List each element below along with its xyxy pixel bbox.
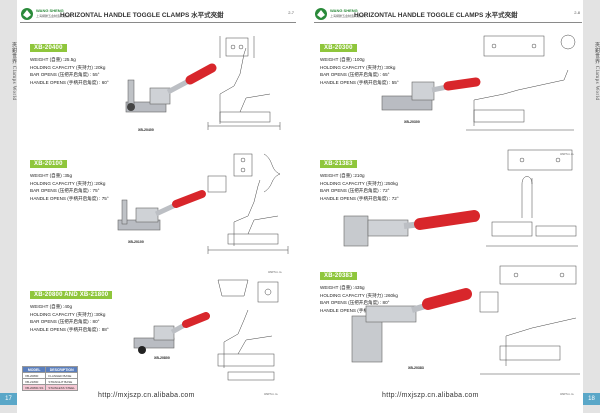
table-cell: XB-20800-SS bbox=[21, 384, 47, 391]
page-header: WANG SHENG 上海網勝五金制造有限公司 HORIZONTAL HANDL… bbox=[20, 7, 296, 27]
spec-line: WEIGHT (自重) :100g bbox=[320, 57, 365, 62]
spec-line: HOLDING CAPACITY (夹持力) :260kg bbox=[320, 292, 398, 298]
unit-label: UNIT:m.m. bbox=[264, 392, 279, 396]
model-badge: XB-20400 bbox=[30, 44, 67, 52]
spec-line: WEIGHT (自重) :35g bbox=[30, 173, 73, 178]
product-section: XB-20100 WEIGHT (自重) :35g HOLDING CAPACI… bbox=[30, 152, 109, 202]
website-url[interactable]: http://mxjszp.cn.alibaba.com bbox=[98, 392, 195, 399]
page-title: HORIZONTAL HANDLE TOGGLE CLAMPS 水平式夾鉗 bbox=[354, 12, 518, 19]
side-text: 夾鉗世界 Clamps World bbox=[11, 42, 16, 101]
header-rule bbox=[314, 22, 582, 23]
technical-drawing bbox=[207, 153, 289, 254]
spec-line: BAR OPENS (压把开启角度) : 65° bbox=[320, 72, 390, 78]
unit-label: UNIT:m.m. bbox=[560, 152, 575, 156]
product-caption: XB-20400 bbox=[138, 128, 154, 132]
technical-drawing bbox=[217, 279, 279, 381]
brand-name: WANG SHENG bbox=[36, 8, 64, 13]
clamp-photo-icon bbox=[351, 288, 472, 363]
website-url[interactable]: http://mxjszp.cn.alibaba.com bbox=[382, 392, 479, 399]
page-title: HORIZONTAL HANDLE TOGGLE CLAMPS 水平式夾鉗 bbox=[60, 12, 224, 19]
side-text: 夾鉗世界 Clamps World bbox=[594, 42, 599, 101]
product-section: XB-20400 WEIGHT (自重) :25.5g HOLDING CAPA… bbox=[30, 36, 109, 86]
product-caption: XB-20383 bbox=[408, 366, 424, 370]
model-badge: XB-20300 bbox=[320, 44, 357, 52]
spec-line: HOLDING CAPACITY (夹持力) :30kg bbox=[320, 64, 396, 70]
left-page: 夾鉗世界 Clamps World 17 WANG SHENG 上海網勝五金制造… bbox=[0, 0, 300, 413]
model-badge: XB-21383 bbox=[320, 160, 357, 168]
product-caption: XB-20100 bbox=[128, 240, 144, 244]
product-section: XB-20383 WEIGHT (自重) :435g HOLDING CAPAC… bbox=[320, 264, 399, 314]
product-section: XB-20300 WEIGHT (自重) :100g HOLDING CAPAC… bbox=[320, 36, 399, 86]
spec-line: WEIGHT (自重) :210g bbox=[320, 173, 365, 178]
page-header: WANG SHENG 上海網勝五金制造有限公司 HORIZONTAL HANDL… bbox=[314, 7, 582, 27]
spec-line: HANDLE OPENS (手柄开启角度) : 80° bbox=[320, 307, 399, 313]
page-ref: 2-8 bbox=[574, 10, 580, 15]
model-table: MODEL DESCRIPTION XB-20800 FLANGED BASE … bbox=[21, 366, 78, 391]
spec-line: HANDLE OPENS (手柄开启角度) : 55° bbox=[320, 79, 399, 85]
spec-line: HOLDING CAPACITY (夹持力) :30kg bbox=[30, 311, 106, 317]
spec-line: WEIGHT (自重) :435g bbox=[320, 285, 365, 290]
side-tab bbox=[583, 0, 600, 413]
clamp-photo-icon bbox=[117, 190, 206, 231]
clamp-photo-icon bbox=[133, 312, 210, 354]
page-number: 18 bbox=[583, 393, 600, 405]
page-number: 17 bbox=[0, 393, 17, 405]
table-cell: STAINLESS STEEL bbox=[45, 384, 78, 391]
product-caption: XB-20300 bbox=[404, 120, 420, 124]
page-ref: 2-7 bbox=[288, 10, 294, 15]
spec-line: HOLDING CAPACITY (夹持力) :20kg bbox=[30, 64, 106, 70]
spec-line: BAR OPENS (压把开启角度) : 80° bbox=[320, 300, 390, 306]
table-row: XB-20800-SS STAINLESS STEEL bbox=[21, 384, 78, 391]
product-caption: XB-20800 bbox=[154, 356, 170, 360]
clamp-photo-icon bbox=[125, 63, 217, 113]
spec-line: WEIGHT (自重) :40g bbox=[30, 304, 73, 309]
brand-logo-icon bbox=[315, 8, 327, 20]
technical-drawing bbox=[466, 34, 576, 131]
spec-line: BAR OPENS (压把开启角度) : 75° bbox=[30, 188, 100, 194]
technical-drawing bbox=[486, 149, 578, 247]
brand-logo-icon bbox=[21, 8, 33, 20]
right-page: 夾鉗世界 Clamps World 18 WANG SHENG 上海網勝五金制造… bbox=[300, 0, 600, 413]
technical-drawing bbox=[207, 36, 281, 130]
brand-subtitle: 上海網勝五金制造有限公司 bbox=[330, 14, 367, 18]
unit-label: UNIT:m.m. bbox=[268, 270, 283, 274]
spec-line: HANDLE OPENS (手柄开启角度) : 60° bbox=[30, 79, 109, 85]
spec-line: BAR OPENS (压把开启角度) : 55° bbox=[30, 72, 100, 78]
brand-name: WANG SHENG bbox=[330, 8, 358, 13]
clamp-photo-icon bbox=[343, 210, 480, 247]
spec-line: WEIGHT (自重) :25.5g bbox=[30, 57, 76, 62]
spec-line: HOLDING CAPACITY (夹持力) :20kg bbox=[30, 180, 106, 186]
spec-line: HOLDING CAPACITY (夹持力) :250kg bbox=[320, 180, 398, 186]
side-tab bbox=[0, 0, 17, 413]
unit-label: UNIT:m.m. bbox=[560, 392, 575, 396]
product-section: XB-20800 AND XB-21800 WEIGHT (自重) :40g H… bbox=[30, 283, 113, 333]
brand-subtitle: 上海網勝五金制造有限公司 bbox=[36, 14, 73, 18]
spec-line: BAR OPENS (压把开启角度) : 80° bbox=[30, 319, 100, 325]
clamp-photo-icon bbox=[381, 77, 481, 111]
spec-line: HANDLE OPENS (手柄开启角度) : 75° bbox=[30, 195, 109, 201]
technical-drawing bbox=[479, 265, 580, 375]
model-badge: XB-20383 bbox=[320, 272, 357, 280]
model-badge: XB-20800 AND XB-21800 bbox=[30, 291, 113, 299]
spec-line: HANDLE OPENS (手柄开启角度) : 72° bbox=[320, 195, 399, 201]
product-section: XB-21383 WEIGHT (自重) :210g HOLDING CAPAC… bbox=[320, 152, 399, 202]
spec-line: HANDLE OPENS (手柄开启角度) : 88° bbox=[30, 326, 109, 332]
model-badge: XB-20100 bbox=[30, 160, 67, 168]
header-rule bbox=[20, 22, 296, 23]
spec-line: BAR OPENS (压把开启角度) : 72° bbox=[320, 188, 390, 194]
